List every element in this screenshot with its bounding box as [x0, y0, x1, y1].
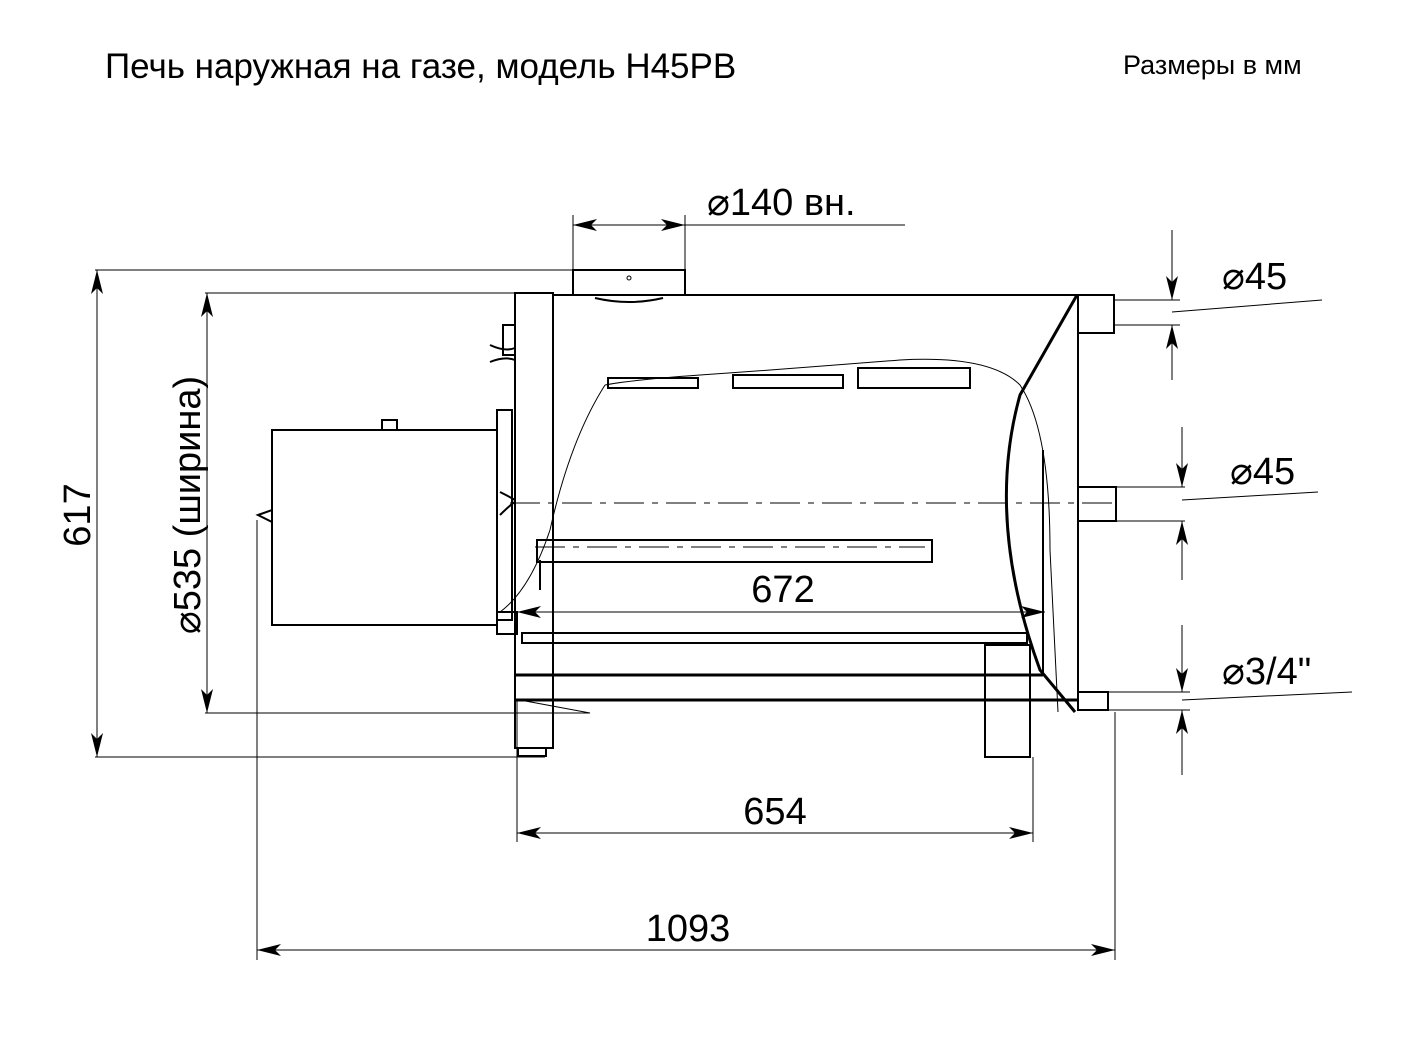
drawing-title: Печь наружная на газе, модель H45PB: [105, 47, 736, 86]
dim-chimney: ⌀140 вн.: [707, 182, 856, 224]
dim-inner-length: 672: [751, 569, 814, 611]
dim-legs-span: 654: [743, 791, 806, 833]
dimension-lines: [91, 215, 1353, 960]
units-note: Размеры в мм: [1123, 50, 1302, 80]
dim-pipe-top: ⌀45: [1222, 256, 1287, 298]
dim-pipe-bottom: ⌀3/4": [1222, 651, 1311, 693]
dim-width: ⌀535 (ширина): [167, 376, 209, 634]
dim-height: 617: [57, 483, 99, 546]
dim-total-length: 1093: [646, 908, 731, 950]
oven-body: [255, 269, 1120, 758]
dim-pipe-middle: ⌀45: [1230, 451, 1295, 493]
